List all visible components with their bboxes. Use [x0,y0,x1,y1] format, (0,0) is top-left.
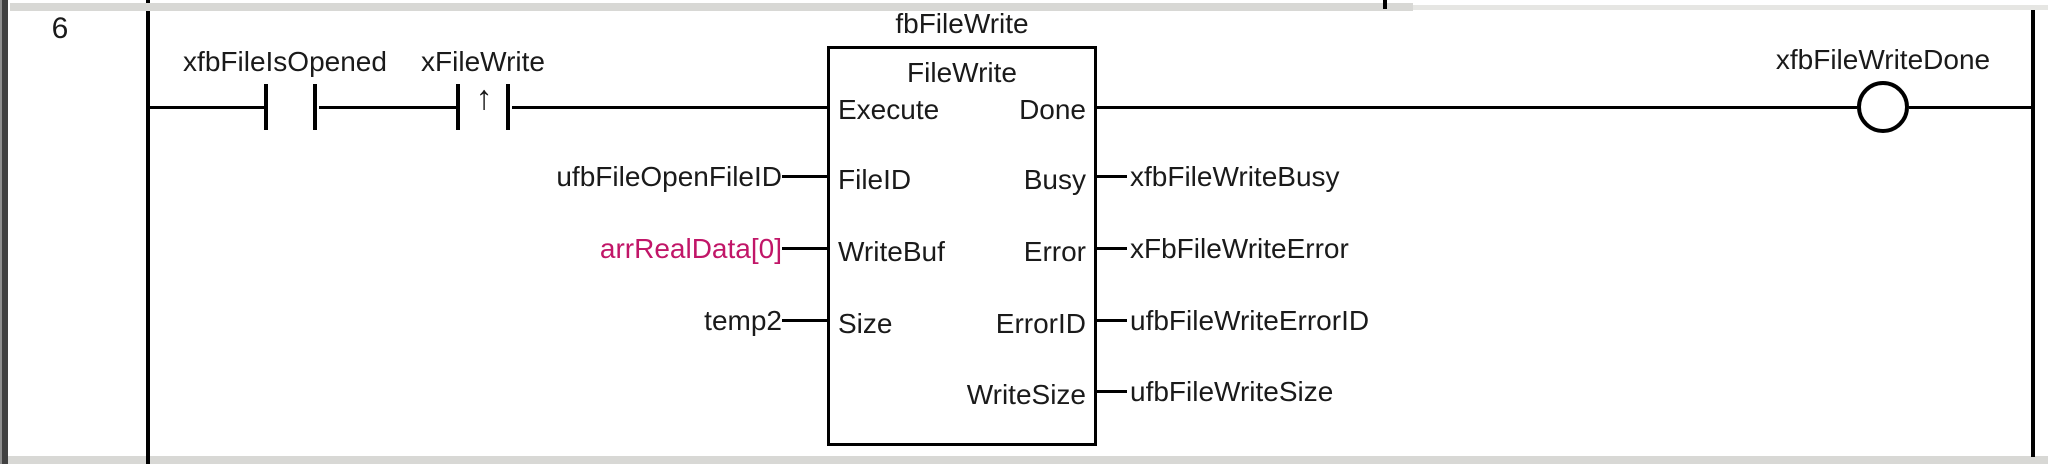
fb-pin-size: Size [838,308,893,339]
operand-busy-output[interactable]: xfbFileWriteBusy [1130,161,1340,192]
rung-separator-bottom [8,456,2048,464]
wire-contact1-to-contact2 [319,106,458,109]
fb-type-name: FileWrite [907,57,1017,88]
contact2-symbol[interactable] [506,84,510,130]
fb-pin-busy: Busy [1023,164,1086,195]
rising-edge-arrow-icon: ↑ [475,79,493,117]
wire-writesize-output [1097,390,1127,393]
wire-fileid-input [782,175,827,178]
contact1-symbol[interactable] [264,84,268,130]
wire-error-output [1097,247,1127,250]
function-block[interactable]: FileWrite Execute FileID WriteBuf Size D… [827,46,1097,446]
fb-pin-error: Error [1023,236,1086,267]
rung-number[interactable]: 6 [51,12,69,45]
fb-pin-writebuf: WriteBuf [838,236,945,267]
fb-pin-done: Done [1019,94,1086,125]
contact1-operand-label[interactable]: xfbFileIsOpened [183,46,387,77]
window-left-edge [0,0,8,464]
contact2-operand-label[interactable]: xFileWrite [421,46,545,77]
wire-errorid-output [1097,319,1127,322]
operand-writebuf-input[interactable]: arrRealData[0] [599,233,782,264]
contact2-symbol[interactable] [456,84,460,130]
operand-fileid-input[interactable]: ufbFileOpenFileID [556,161,782,192]
fb-pin-fileid: FileID [838,164,912,195]
operand-errorid-output[interactable]: ufbFileWriteErrorID [1130,305,1370,336]
fb-pin-errorid: ErrorID [995,308,1086,339]
wire-size-input [782,319,827,322]
wire-block-to-coil [1097,106,1857,109]
output-coil-symbol[interactable] [1857,81,1909,133]
coil-operand-label[interactable]: xfbFileWriteDone [1775,44,1991,75]
wire-contact2-to-block [512,106,827,109]
wire-coil-to-rail [1909,106,2031,109]
wire-writebuf-input [782,247,827,250]
left-power-rail [146,0,150,464]
fb-pin-writesize: WriteSize [966,379,1086,410]
previous-rung-wire-stub [1383,0,1387,9]
fb-pin-execute: Execute [838,94,940,125]
operand-size-input[interactable]: temp2 [704,305,782,336]
fb-instance-name[interactable]: fbFileWrite [895,8,1029,39]
wire-rail-to-contact1 [150,106,266,109]
operand-error-output[interactable]: xFbFileWriteError [1130,233,1349,264]
rung-separator-top [10,3,1413,11]
wire-busy-output [1097,175,1127,178]
contact1-symbol[interactable] [313,84,317,130]
rung-separator-top-right [1413,5,2048,10]
right-power-rail [2031,7,2035,457]
operand-writesize-output[interactable]: ufbFileWriteSize [1130,376,1334,407]
